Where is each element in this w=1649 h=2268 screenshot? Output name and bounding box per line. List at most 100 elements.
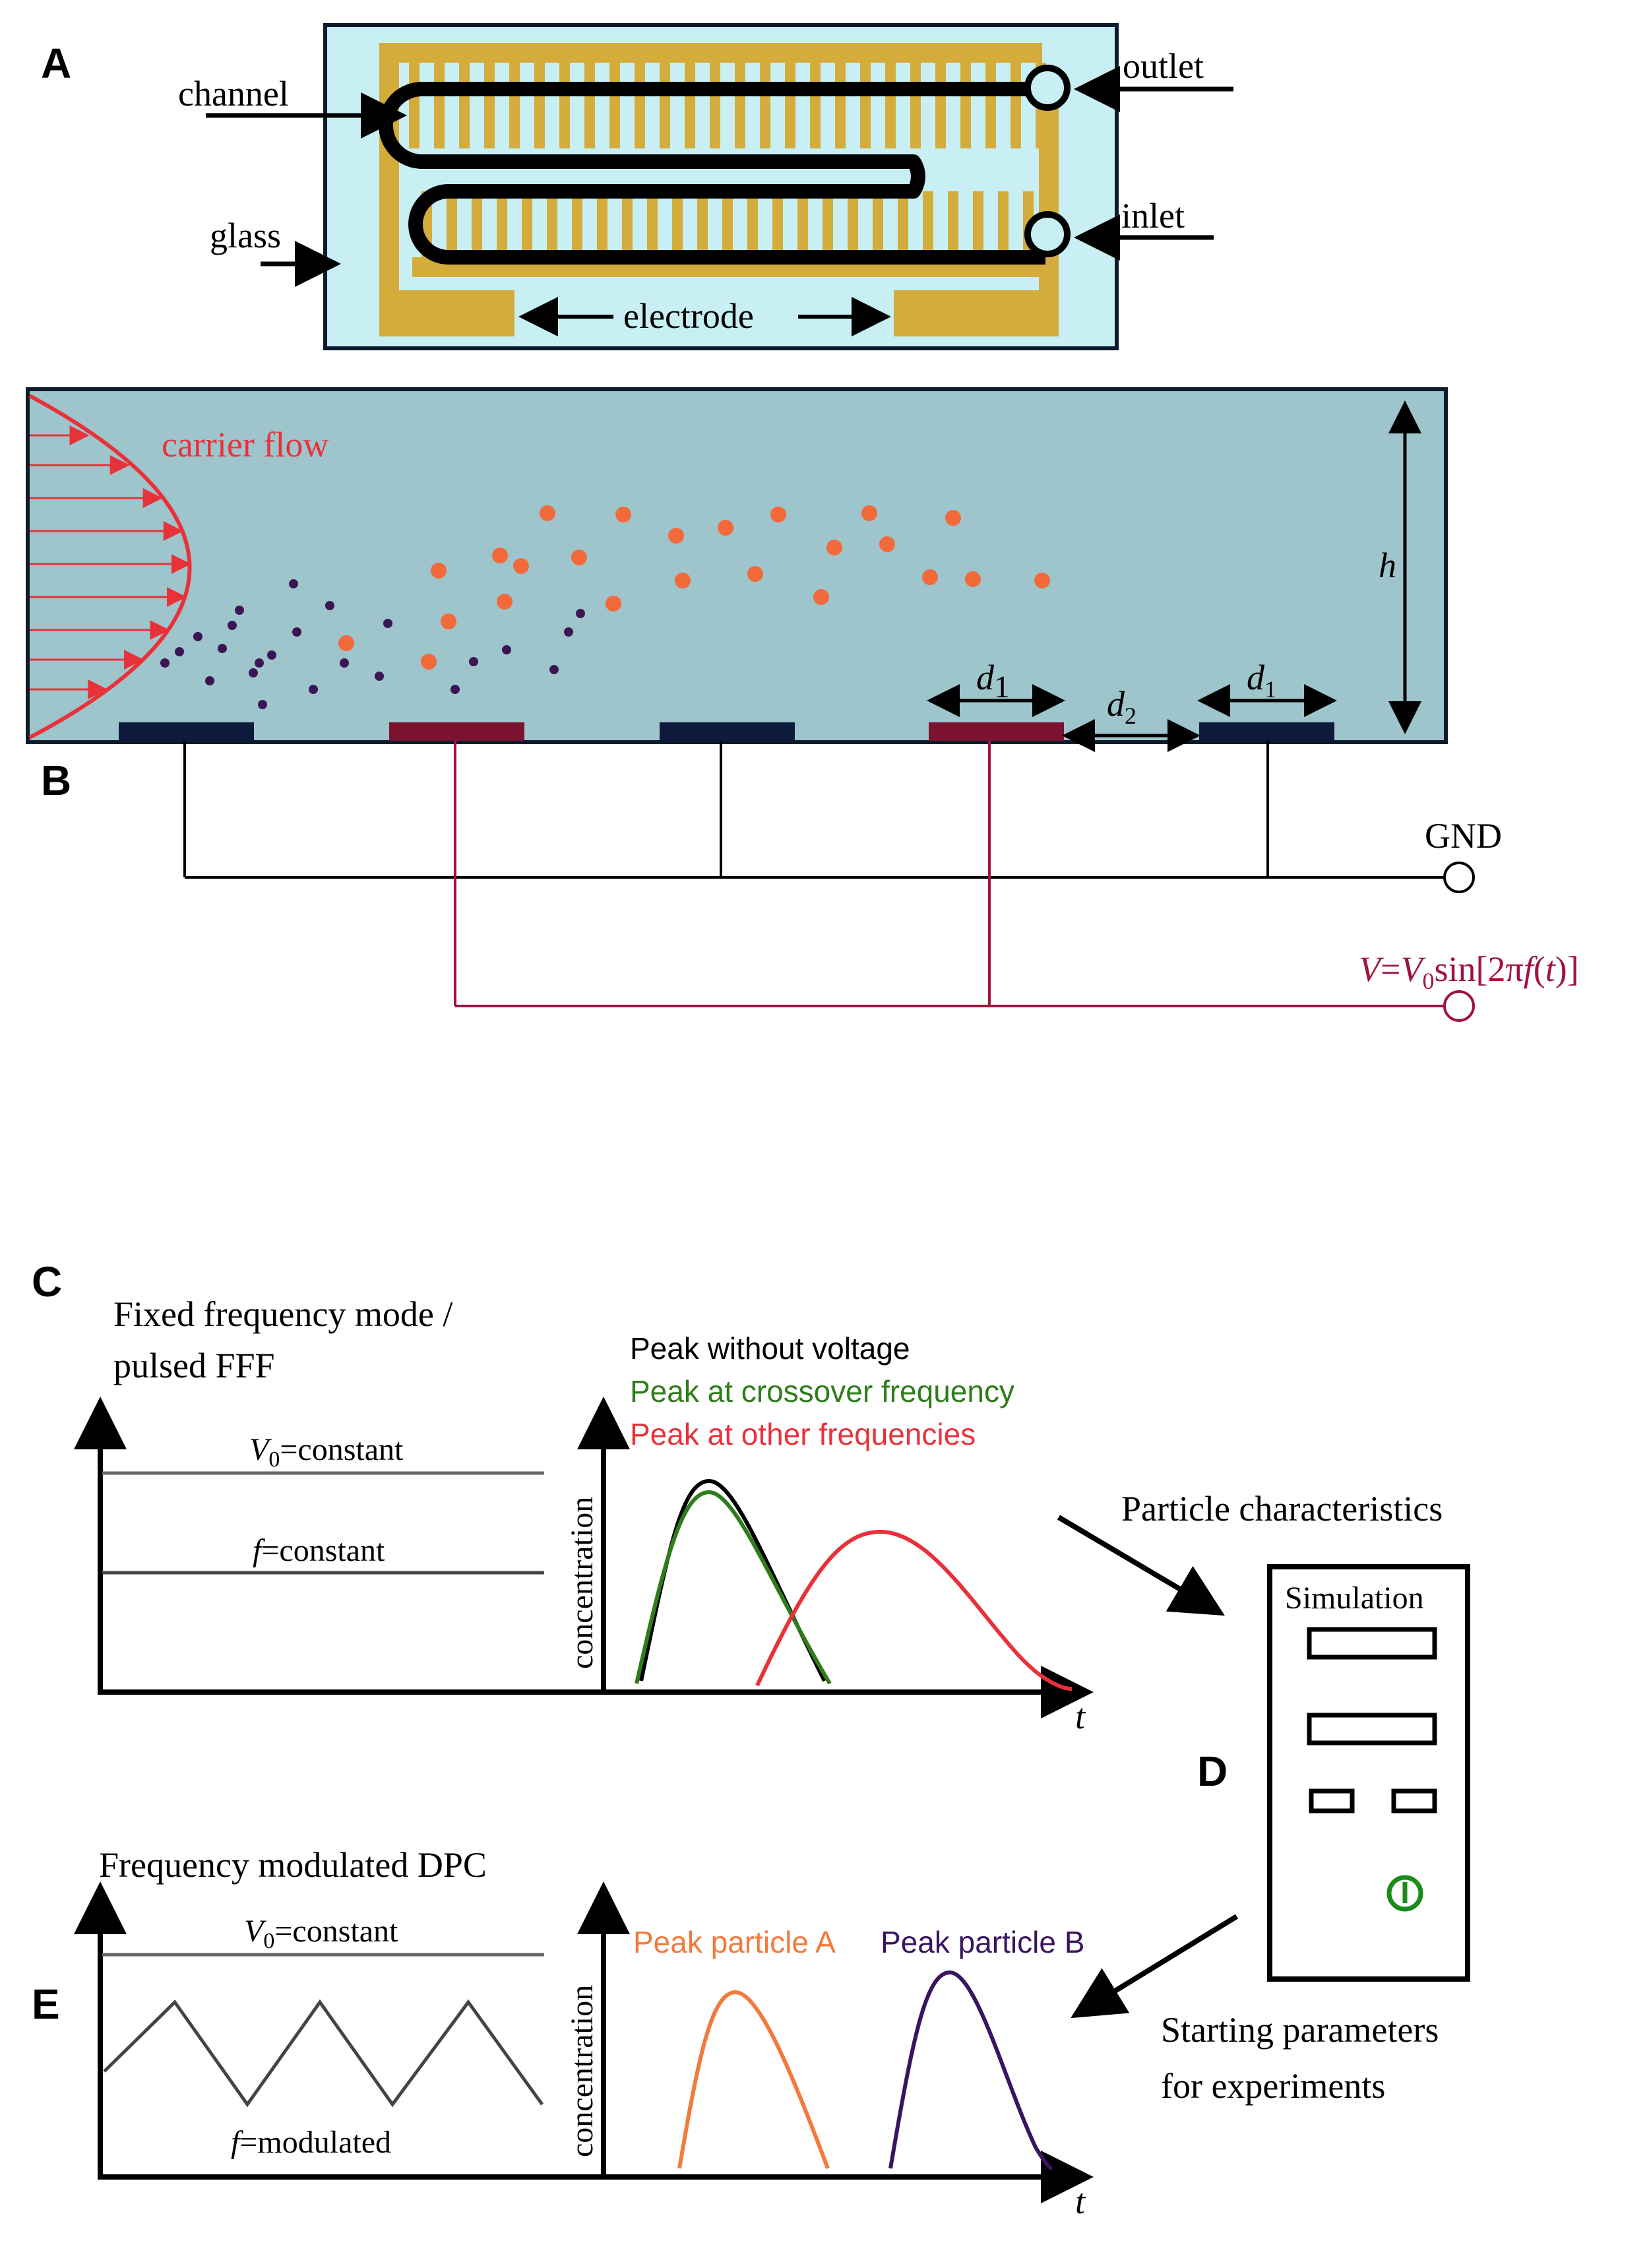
purple-particle xyxy=(549,665,559,674)
ground-circuit xyxy=(183,741,1475,893)
electrode-finger xyxy=(497,191,507,257)
purple-particle xyxy=(193,632,202,641)
electrode-finger xyxy=(534,63,545,148)
electrode-finger xyxy=(484,63,495,148)
panel-d: Particle characteristics Simulation D St… xyxy=(1057,1489,1470,2106)
glass-label: glass xyxy=(210,216,281,255)
purple-particle xyxy=(325,601,334,610)
panel-a-label: A xyxy=(41,40,71,87)
channel-label: channel xyxy=(178,74,289,113)
electrode-3 xyxy=(660,722,795,741)
orange-particle xyxy=(965,571,981,587)
purple-particle xyxy=(175,647,184,656)
c-legend-other: Peak at other frequencies xyxy=(630,1417,976,1451)
orange-particle xyxy=(1034,573,1050,588)
orange-particle xyxy=(675,573,691,588)
purple-particle xyxy=(309,685,318,694)
orange-particle xyxy=(431,563,447,579)
inlet-port xyxy=(1024,211,1071,257)
panel-b: carrier flow h d1 d2 d1 B GND xyxy=(26,387,1579,1022)
electrode-5 xyxy=(1199,722,1334,741)
electrode-finger xyxy=(647,191,658,257)
c-f-label: f=constant xyxy=(253,1533,385,1568)
purple-particle xyxy=(289,579,298,588)
carrier-flow-label: carrier flow xyxy=(162,425,328,464)
electrode-finger xyxy=(898,191,908,257)
electrode-finger xyxy=(584,63,595,148)
orange-particles xyxy=(338,505,1050,670)
electrode-finger xyxy=(672,191,683,257)
inlet-label: inlet xyxy=(1121,196,1185,236)
orange-particle xyxy=(826,540,842,555)
electrode-finger xyxy=(472,191,482,257)
orange-particle xyxy=(747,566,763,582)
electrode-finger xyxy=(710,63,720,148)
height-label: h xyxy=(1379,546,1396,585)
e-f-label: f=modulated xyxy=(231,2125,391,2160)
device-slot-2 xyxy=(1307,1713,1437,1746)
electrode-finger xyxy=(522,191,532,257)
c-peak-crossover xyxy=(635,1490,832,1685)
panel-e: Frequency modulated DPC E V0=constant f=… xyxy=(32,1845,1094,2221)
electrode-finger xyxy=(823,191,833,257)
characteristics-arrow xyxy=(1057,1515,1225,1616)
panel-c-title-line1: Fixed frequency mode / xyxy=(113,1294,452,1334)
panel-c-label: C xyxy=(32,1258,62,1306)
purple-particles xyxy=(160,579,585,709)
electrode-finger xyxy=(860,63,871,148)
electrode-finger xyxy=(722,191,733,257)
electrode-finger xyxy=(597,191,607,257)
orange-particle xyxy=(668,528,684,544)
purple-particle xyxy=(205,676,214,685)
electrode-finger xyxy=(747,191,758,257)
electrode-finger xyxy=(810,63,821,148)
purple-particle xyxy=(235,606,244,615)
electrode-finger xyxy=(973,191,983,257)
purple-particle xyxy=(469,657,478,666)
electrode-finger xyxy=(447,191,457,257)
electrode-finger xyxy=(735,63,745,148)
purple-particle xyxy=(249,668,258,677)
d2-label: d2 xyxy=(1107,684,1136,729)
orange-particle xyxy=(421,654,437,670)
voltage-circuit xyxy=(454,741,1475,1022)
device-button-left xyxy=(1309,1788,1355,1813)
electrode-finger xyxy=(873,191,883,257)
outlet-label: outlet xyxy=(1123,46,1204,86)
purple-particle xyxy=(502,645,511,654)
starting-params-line1: Starting parameters xyxy=(1161,2010,1439,2050)
orange-particle xyxy=(338,635,354,651)
e-peak-a-label: Peak particle A xyxy=(633,1925,836,1959)
purple-particle xyxy=(451,685,460,694)
panel-c-title-line2: pulsed FFF xyxy=(113,1346,275,1385)
e-peak-particle-a xyxy=(677,1990,830,2170)
orange-particle xyxy=(718,520,733,536)
electrode-finger xyxy=(622,191,633,257)
electrode-finger xyxy=(948,191,958,257)
purple-particle xyxy=(564,627,573,637)
flow-channel xyxy=(26,387,1448,744)
power-icon xyxy=(1386,1875,1423,1912)
orange-particle xyxy=(813,589,829,605)
orange-particle xyxy=(861,505,877,521)
flow-velocity-arrows xyxy=(30,425,191,699)
electrode-finger xyxy=(509,63,520,148)
electrode-2 xyxy=(389,722,524,741)
electrode-finger xyxy=(923,191,933,257)
panel-a: A channel glass outlet inlet electrode xyxy=(41,23,1233,350)
starting-params-arrow xyxy=(1071,1914,1239,2019)
c-peak-other xyxy=(755,1529,1073,1691)
purple-particle xyxy=(383,619,392,628)
simulation-label: Simulation xyxy=(1285,1581,1424,1616)
c-ylabel: concentration xyxy=(565,1497,600,1669)
electrode-finger xyxy=(409,63,420,148)
particle-characteristics-label: Particle characteristics xyxy=(1121,1489,1443,1528)
purple-particle xyxy=(576,609,585,618)
electrode-finger xyxy=(785,63,795,148)
e-ylabel: concentration xyxy=(565,1985,600,2157)
electrode-finger xyxy=(1011,63,1021,148)
purple-particle xyxy=(160,658,170,668)
electrode-4 xyxy=(929,722,1064,741)
purple-particle xyxy=(218,644,227,653)
